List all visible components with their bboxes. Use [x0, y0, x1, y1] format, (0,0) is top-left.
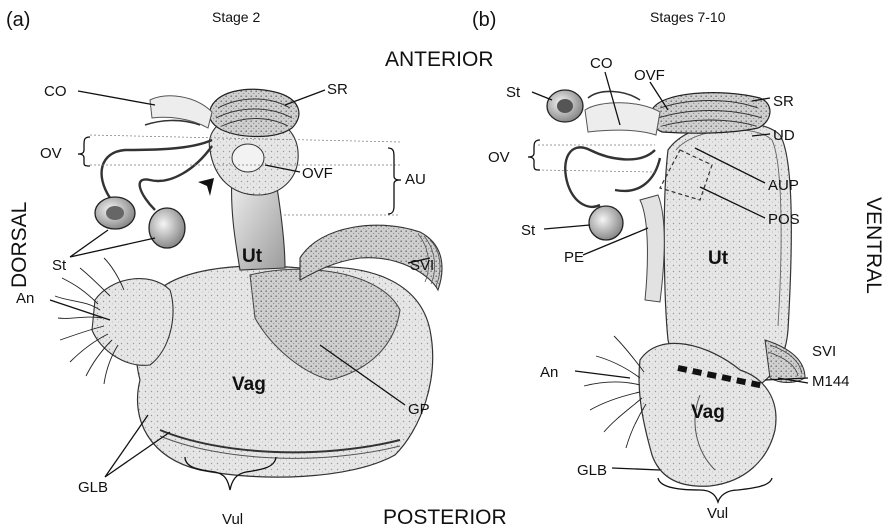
label-b-pos: POS — [768, 211, 800, 228]
label-b-glb: GLB — [577, 462, 607, 479]
panel-b-drawing — [528, 72, 808, 502]
label-a-vul: Vul — [222, 511, 243, 528]
label-b-ovf: OVF — [634, 67, 665, 84]
ventral-label: VENTRAL — [862, 197, 885, 294]
seminal-receptacle-b — [651, 93, 770, 134]
posterior-label: POSTERIOR — [383, 506, 507, 529]
label-b-st2: St — [521, 222, 536, 239]
label-b-sr: SR — [773, 93, 794, 110]
label-b-ut: Ut — [708, 248, 729, 269]
label-a-gp: GP — [408, 401, 430, 418]
label-b-vul: Vul — [707, 505, 728, 522]
label-a-ovf: OVF — [302, 165, 333, 182]
label-a-st: St — [52, 257, 67, 274]
label-b-ud: UD — [773, 127, 795, 144]
spermatheca-a2 — [149, 208, 185, 248]
label-b-svi: SVI — [812, 343, 836, 360]
panel-b-letter: (b) — [472, 9, 496, 31]
label-a-glb: GLB — [78, 479, 108, 496]
panel-a-drawing — [50, 89, 442, 490]
arrowhead-a — [198, 178, 214, 196]
label-b-an: An — [540, 364, 558, 381]
spermatheca-b2 — [589, 206, 623, 240]
dorsal-label: DORSAL — [8, 202, 31, 288]
label-b-co: CO — [590, 55, 613, 72]
label-a-ut: Ut — [242, 246, 263, 267]
setae-b — [584, 336, 646, 448]
common-oviduct-a — [150, 96, 212, 128]
label-a-an: An — [16, 290, 34, 307]
label-b-pe: PE — [564, 249, 584, 266]
label-a-au: AU — [405, 171, 426, 188]
label-a-vag: Vag — [232, 374, 266, 395]
label-b-aup: AUP — [768, 177, 799, 194]
ovf-bulge-a — [232, 144, 264, 172]
label-b-ov: OV — [488, 149, 510, 166]
panel-a-stage: Stage 2 — [212, 9, 260, 25]
label-b-vag: Vag — [691, 402, 725, 423]
common-oviduct-b — [585, 103, 660, 135]
panel-a-letter: (a) — [6, 9, 30, 31]
label-a-sr: SR — [327, 81, 348, 98]
pe-tube-b — [640, 195, 664, 302]
label-a-co: CO — [44, 83, 67, 100]
label-a-svi: SVI — [410, 257, 434, 274]
panel-b-stage: Stages 7-10 — [650, 9, 726, 25]
seminal-receptacle-a — [209, 89, 299, 136]
anterior-label: ANTERIOR — [385, 48, 494, 71]
anal-protrusion-a — [92, 279, 173, 366]
label-b-m144: M144 — [812, 373, 850, 390]
label-a-ov: OV — [40, 145, 62, 162]
label-b-st: St — [506, 84, 521, 101]
